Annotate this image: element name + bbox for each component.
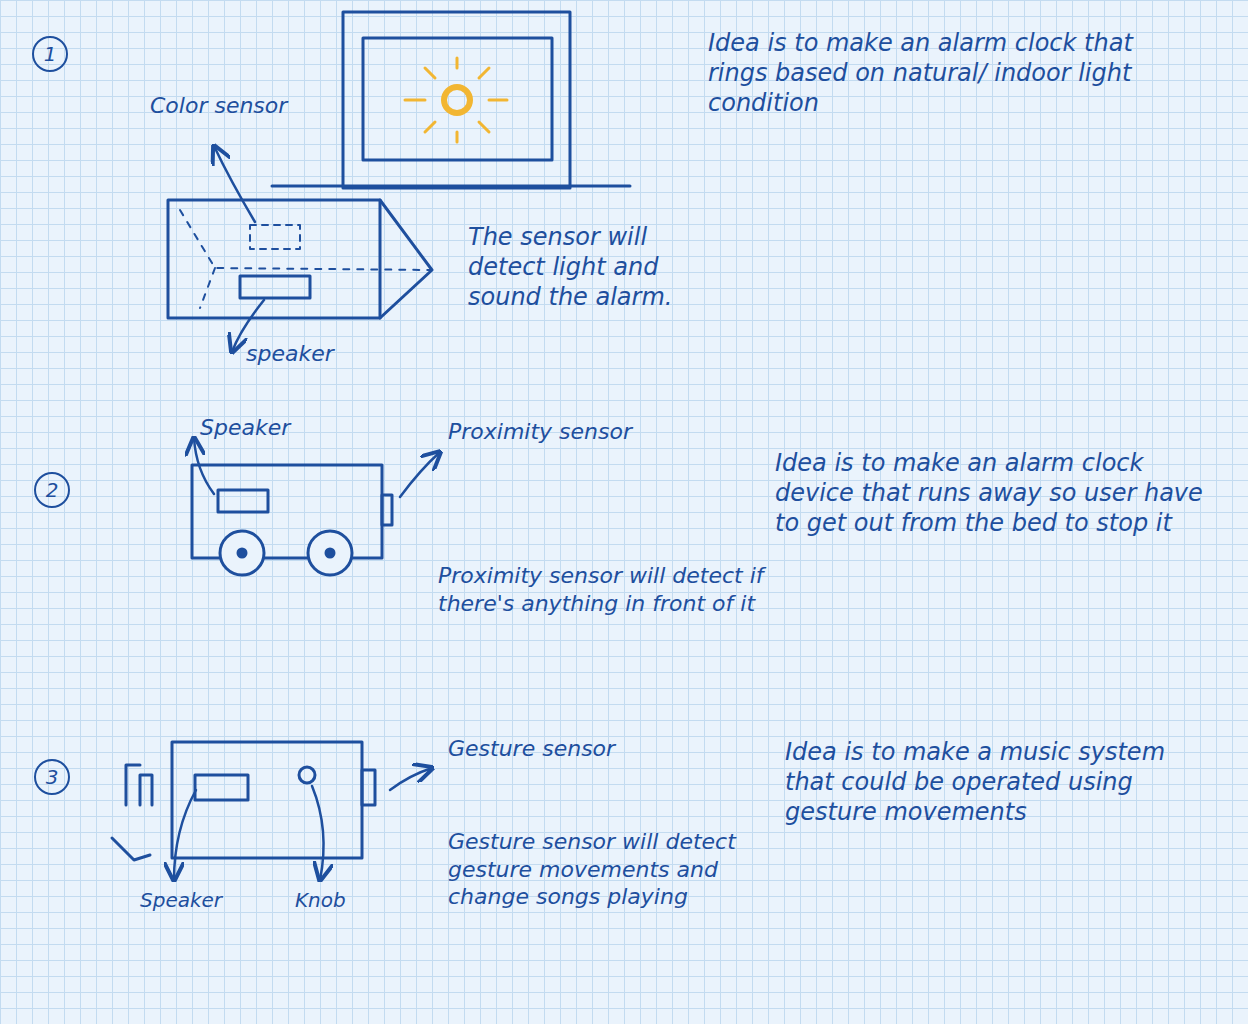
robot-clock [192,465,392,575]
description-note: The sensor will detect light and sound t… [468,222,708,312]
part-label: Speaker [140,888,250,913]
callout-circle: 2 [34,472,70,508]
sun-icon [405,58,507,142]
callout-number: 1 [44,42,57,66]
alarm-device [168,200,432,318]
idea-note: Idea is to make an alarm clock device th… [775,448,1205,538]
idea-note: Idea is to make a music system that coul… [785,737,1215,827]
callout-number: 3 [46,765,59,789]
description-note: Proximity sensor will detect if there's … [438,562,768,617]
idea-note: Idea is to make an alarm clock that ring… [708,28,1148,118]
leader-lines [194,438,440,497]
callout-circle: 3 [34,759,70,795]
callout-number: 2 [46,478,59,502]
part-label: speaker [246,340,376,368]
part-label: Speaker [200,414,330,442]
part-label: Knob [295,888,385,913]
part-label: Proximity sensor [448,418,688,446]
description-note: Gesture sensor will detect gesture movem… [448,828,748,911]
window-frame [272,12,630,188]
callout-circle: 1 [32,36,68,72]
part-label: Gesture sensor [448,735,678,763]
music-system [112,742,375,860]
part-label: Color sensor [150,92,340,120]
leader-lines [214,146,264,352]
leader-lines [174,768,432,880]
